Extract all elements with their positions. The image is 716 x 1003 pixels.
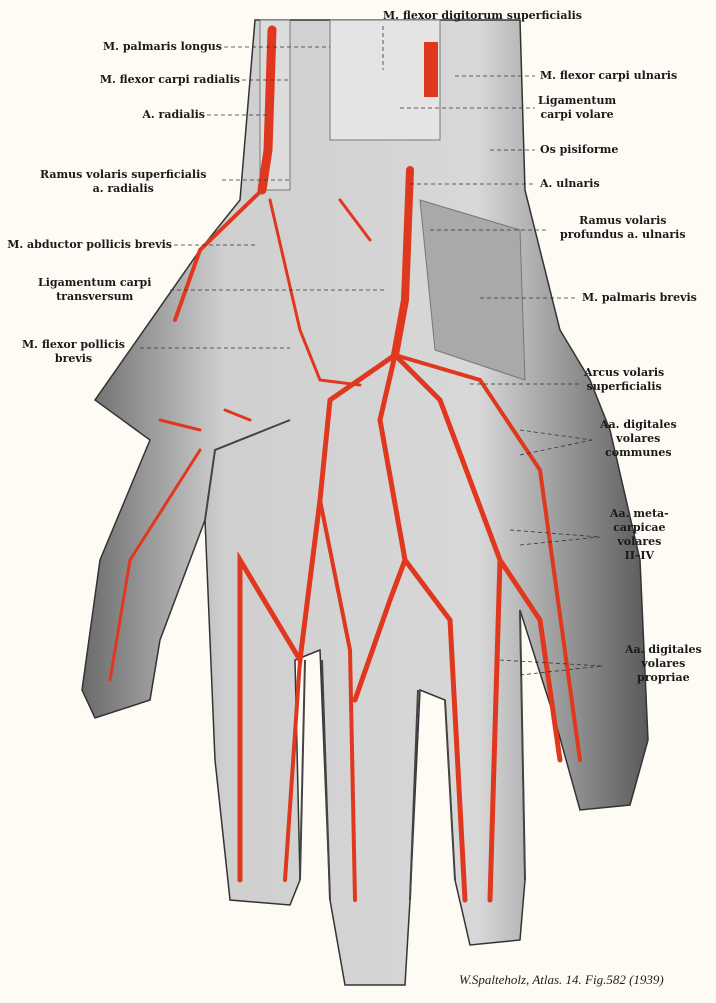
label-m-palmaris-brevis: M. palmaris brevis [582,291,697,304]
finger-separations [204,419,526,901]
figure-caption: W.Spalteholz, Atlas. 14. Fig.582 (1939) [459,972,664,987]
label-a-ulnaris: A. ulnaris [540,177,600,190]
label-m-flexor-digitorum-superficialis: M. flexor digitorum superficialis [383,9,582,22]
ulnar-artery-top [424,42,438,97]
label-m-flexor-carpi-ulnaris: M. flexor carpi ulnaris [540,69,678,82]
radial-artery [257,25,277,195]
label-a-radialis: A. radialis [142,108,205,121]
ulnar-artery [391,166,414,359]
leader-lines [140,26,603,676]
arteries [108,25,582,903]
label-m-abductor-pollicis-brevis: M. abductor pollicis brevis [7,238,172,251]
wrist-tendons [259,19,526,381]
superficial-arch [237,352,398,883]
label-m-flexor-carpi-radialis: M. flexor carpi radialis [99,73,240,86]
label-m-palmaris-longus: M. palmaris longus [103,40,222,53]
label-os-pisiforme: Os pisiforme [540,143,619,156]
